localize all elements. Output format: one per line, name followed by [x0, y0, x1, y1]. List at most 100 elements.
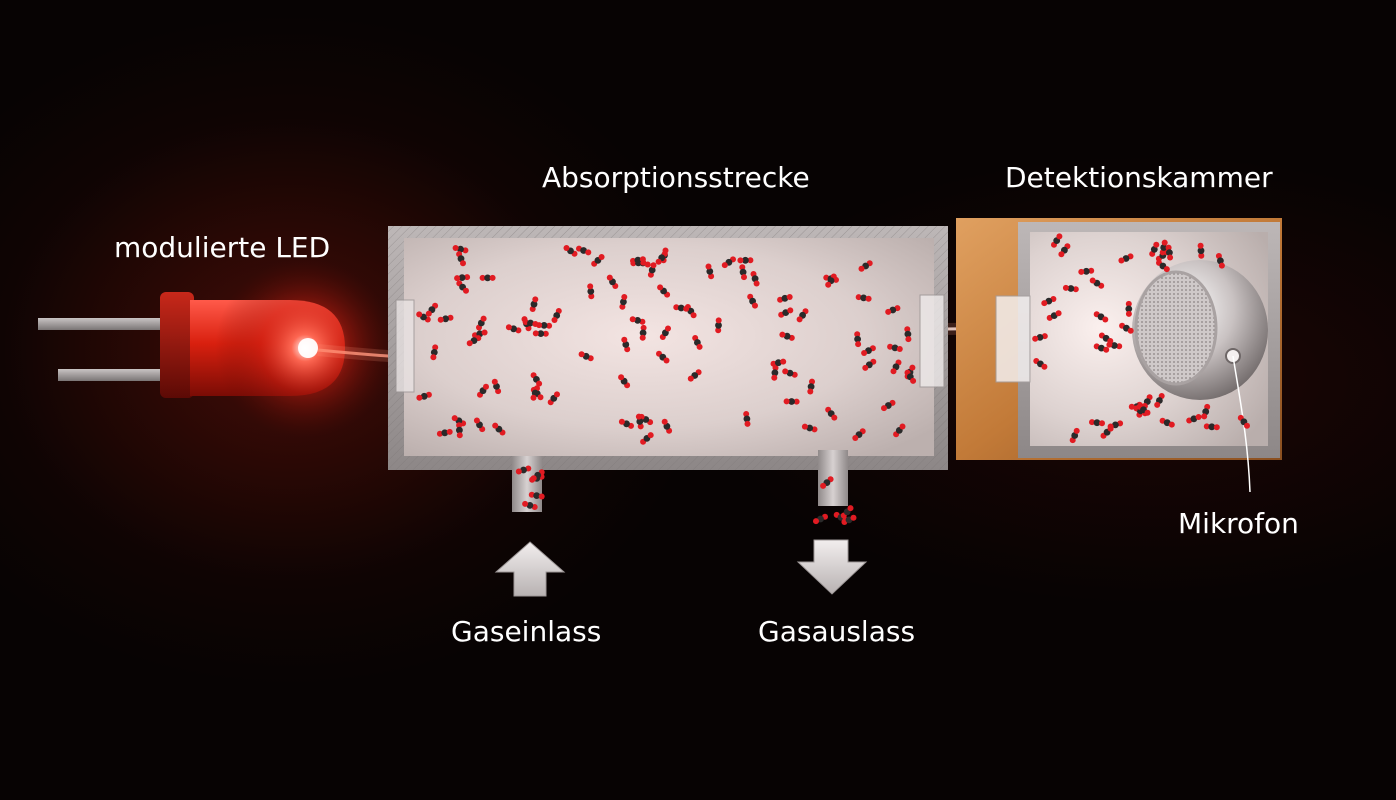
- molecule: [621, 336, 631, 353]
- molecule: [687, 369, 702, 382]
- molecule: [528, 491, 545, 500]
- molecule: [807, 378, 815, 395]
- molecule: [515, 465, 532, 475]
- molecule: [656, 350, 670, 364]
- molecule: [782, 368, 798, 378]
- molecule: [1089, 419, 1105, 427]
- molecule: [862, 358, 877, 371]
- molecule: [452, 245, 469, 254]
- absorption-window-left: [395, 299, 415, 393]
- molecule: [640, 432, 654, 445]
- molecule: [840, 505, 854, 519]
- molecule: [619, 294, 628, 310]
- molecule: [1237, 414, 1250, 429]
- molecule: [587, 283, 595, 300]
- molecule: [852, 428, 866, 441]
- molecule: [1062, 284, 1079, 293]
- molecule: [858, 260, 873, 272]
- molecule: [820, 476, 834, 489]
- molecule: [770, 358, 787, 367]
- gas-inlet-label: Gaseinlass: [451, 615, 602, 648]
- molecule: [1033, 358, 1048, 370]
- led-pin-lower: [58, 369, 170, 381]
- arrow-up-icon: [494, 541, 566, 597]
- molecule: [1069, 427, 1080, 444]
- molecule: [1051, 233, 1063, 248]
- molecule: [451, 415, 467, 427]
- molecule: [904, 326, 912, 343]
- led-icon: [38, 258, 395, 438]
- molecule: [1118, 253, 1134, 264]
- molecule: [618, 374, 631, 389]
- molecule: [796, 308, 809, 323]
- detection-chamber-label: Detektionskammer: [1005, 161, 1273, 194]
- molecule: [893, 423, 906, 438]
- molecule: [1119, 322, 1134, 334]
- molecule: [629, 316, 646, 325]
- molecule: [659, 325, 671, 340]
- molecule: [661, 418, 673, 434]
- molecule: [492, 422, 506, 436]
- absorption-path-label: Absorptionsstrecke: [542, 161, 810, 194]
- molecule: [505, 324, 522, 334]
- arrow-down-icon: [796, 539, 868, 595]
- molecule: [692, 335, 703, 350]
- molecule: [476, 315, 487, 331]
- molecule: [825, 406, 838, 421]
- molecule: [739, 264, 747, 281]
- molecule: [657, 284, 671, 298]
- molecule: [885, 305, 901, 315]
- molecule: [1041, 296, 1057, 307]
- molecule: [890, 359, 902, 375]
- molecule: [425, 302, 439, 317]
- molecule: [479, 274, 496, 282]
- led-pin-upper: [38, 318, 170, 330]
- molecule: [491, 378, 502, 395]
- detection-window: [995, 295, 1031, 383]
- molecule: [737, 256, 754, 264]
- molecule: [437, 314, 454, 323]
- molecule: [1186, 414, 1202, 424]
- molecule: [416, 391, 432, 401]
- molecule: [1098, 332, 1114, 344]
- molecule: [536, 322, 553, 329]
- molecule: [456, 422, 463, 439]
- molecule: [743, 411, 751, 427]
- molecule: [861, 345, 876, 356]
- molecule: [454, 274, 471, 282]
- molecule: [655, 250, 668, 265]
- molecule: [801, 423, 818, 433]
- molecule: [1203, 423, 1220, 431]
- molecule: [783, 398, 800, 405]
- molecule: [1093, 343, 1110, 353]
- molecule: [887, 343, 903, 352]
- molecule: [841, 514, 857, 525]
- molecule: [1215, 253, 1225, 269]
- molecule: [1156, 259, 1170, 273]
- molecule: [1165, 244, 1174, 261]
- molecule: [1089, 277, 1105, 289]
- molecule: [1046, 310, 1062, 321]
- molecule: [1106, 341, 1123, 350]
- led-base: [160, 292, 194, 398]
- molecule: [473, 417, 486, 433]
- gas-outlet-label: Gasauslass: [758, 615, 916, 648]
- molecule: [825, 273, 837, 288]
- molecule: [747, 293, 758, 309]
- gas-molecules: [416, 233, 1250, 525]
- molecule: [779, 331, 795, 341]
- molecule: [715, 317, 722, 334]
- molecule: [673, 304, 690, 312]
- molecule: [547, 391, 560, 406]
- led-hotspot: [298, 338, 318, 358]
- molecule: [1201, 403, 1211, 420]
- microphone-mesh: [1134, 270, 1218, 386]
- molecule: [705, 263, 715, 280]
- molecule: [529, 296, 539, 312]
- molecule: [563, 245, 578, 257]
- molecule: [551, 308, 562, 323]
- molecule: [647, 262, 657, 278]
- molecule: [750, 271, 760, 287]
- molecule: [591, 254, 605, 267]
